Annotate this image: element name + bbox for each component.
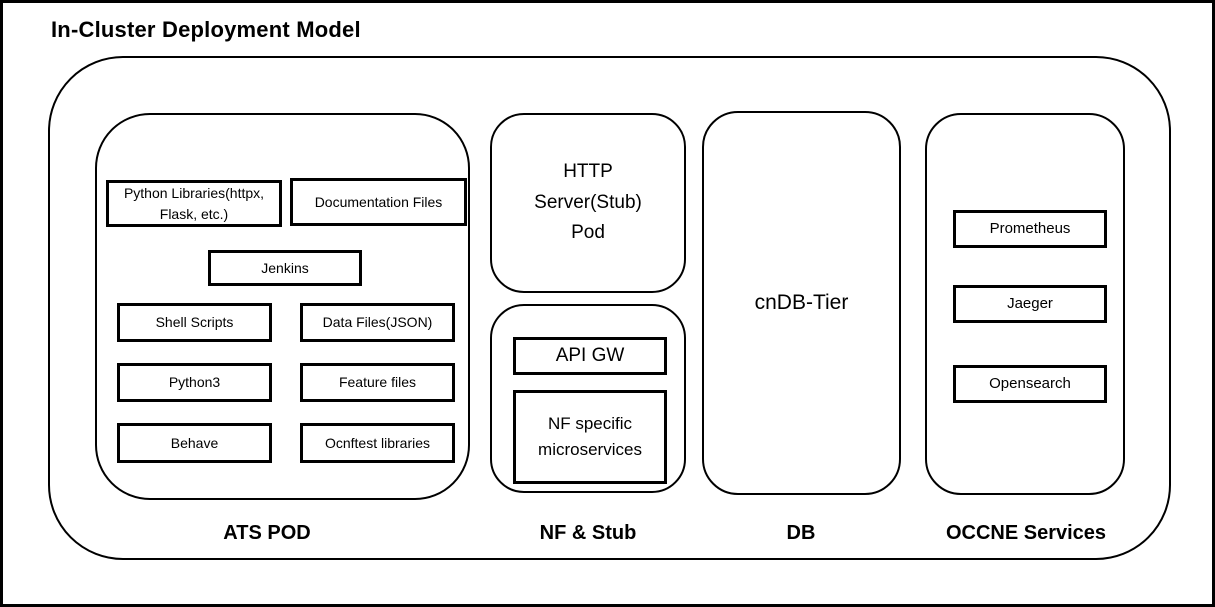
- section-label-nf-stub: NF & Stub: [539, 522, 637, 544]
- section-label-ats-pod: ATS POD: [223, 522, 311, 544]
- nf-box-nf-specific-microservices: NF specific microservices: [513, 390, 667, 484]
- nf-box-api-gw: API GW: [513, 337, 667, 375]
- occne-services-container: Prometheus Jaeger Opensearch: [925, 113, 1125, 495]
- ats-box-feature-files: Feature files: [300, 363, 455, 402]
- occne-box-opensearch: Opensearch: [953, 365, 1107, 403]
- ats-box-python-libraries: Python Libraries(httpx, Flask, etc.): [106, 180, 282, 227]
- nf-microservices-container: API GW NF specific microservices: [490, 304, 686, 493]
- ats-box-documentation-files: Documentation Files: [290, 178, 467, 226]
- ats-box-python3: Python3: [117, 363, 272, 402]
- ats-box-jenkins: Jenkins: [208, 250, 362, 286]
- ats-box-shell-scripts: Shell Scripts: [117, 303, 272, 342]
- ats-box-behave: Behave: [117, 423, 272, 463]
- http-server-stub-pod-container: HTTP Server(Stub) Pod: [490, 113, 686, 293]
- occne-box-jaeger: Jaeger: [953, 285, 1107, 323]
- ats-pod-container: Python Libraries(httpx, Flask, etc.) Doc…: [95, 113, 470, 500]
- ats-box-ocnftest-libraries: Ocnftest libraries: [300, 423, 455, 463]
- section-label-db: DB: [786, 522, 816, 544]
- occne-box-prometheus: Prometheus: [953, 210, 1107, 248]
- diagram-title: In-Cluster Deployment Model: [51, 17, 361, 42]
- ats-box-data-files-json: Data Files(JSON): [300, 303, 455, 342]
- cndb-tier-container: cnDB-Tier: [702, 111, 901, 495]
- section-label-occne-services: OCCNE Services: [945, 522, 1107, 544]
